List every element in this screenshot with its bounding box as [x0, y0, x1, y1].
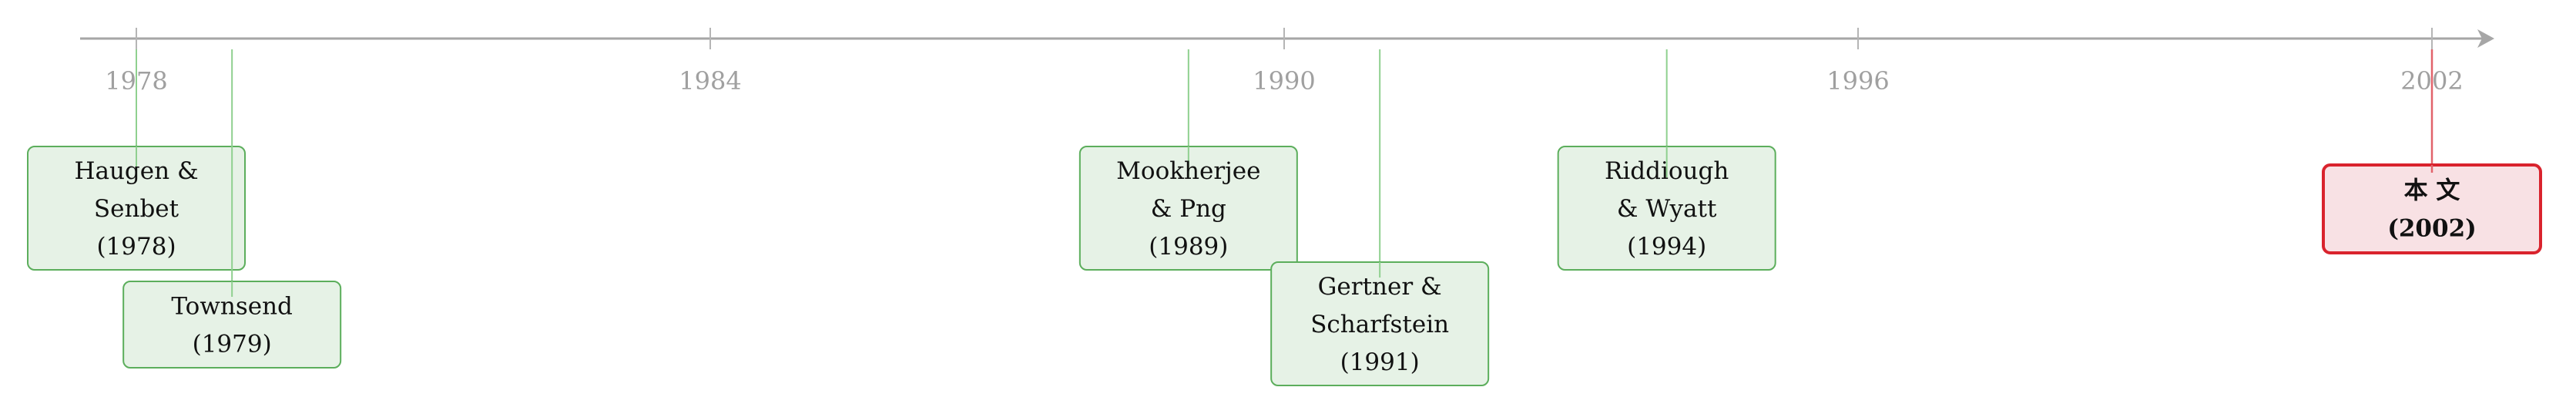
event-label-line: Senbet	[94, 195, 179, 223]
timeline-axis	[80, 29, 2494, 48]
event-this-paper: 本 文 (2002)	[2322, 49, 2542, 254]
event-label-line: (1991)	[1340, 348, 1420, 376]
event-label-line: Gertner &	[1318, 273, 1442, 301]
event-townsend: Townsend (1979)	[122, 49, 342, 369]
axis-tick-label: 1996	[1826, 66, 1889, 96]
event-mookherjee-png: Mookherjee & Png (1989)	[1078, 49, 1298, 271]
event-label-line: Haugen &	[74, 157, 198, 185]
event-riddiough-wyatt: Riddiough & Wyatt (1994)	[1557, 49, 1776, 271]
timeline-events: Haugen & Senbet (1978) Townsend (1979) Mookhe…	[27, 49, 2542, 386]
event-label-line: Townsend	[171, 292, 293, 320]
event-label-line: Scharfstein	[1310, 311, 1449, 338]
axis-arrowhead-icon	[2477, 29, 2494, 48]
event-label-line: (2002)	[2387, 214, 2477, 242]
event-label-line: 本 文	[2404, 177, 2460, 204]
event-label-line: (1979)	[193, 330, 272, 358]
event-label-line: & Png	[1151, 195, 1226, 223]
axis-tick-label: 1990	[1253, 66, 1315, 96]
event-label-line: (1994)	[1627, 233, 1706, 261]
event-label-line: Mookherjee	[1116, 157, 1260, 185]
event-label-line: (1989)	[1149, 233, 1228, 261]
event-label-line: Riddiough	[1605, 157, 1729, 185]
event-label-line: & Wyatt	[1617, 195, 1717, 223]
axis-tick-label: 1984	[679, 66, 741, 96]
event-gertner-scharfstein: Gertner & Scharfstein (1991)	[1270, 49, 1490, 386]
event-label-line: (1978)	[96, 233, 176, 261]
event-haugen-senbet: Haugen & Senbet (1978)	[27, 49, 246, 271]
